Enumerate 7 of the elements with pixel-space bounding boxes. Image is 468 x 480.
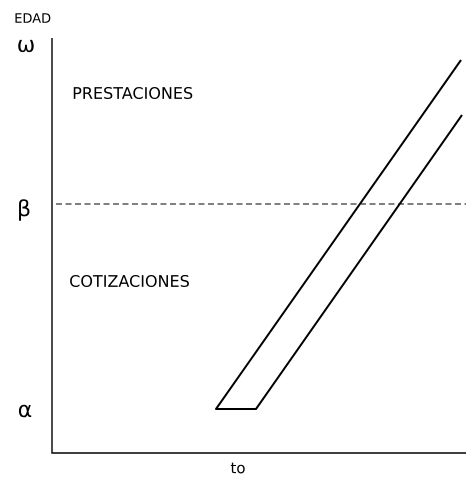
region-label: COTIZACIONES <box>70 274 189 288</box>
axis-tick-label: α <box>18 404 32 418</box>
axis-tick-label: to <box>230 462 245 474</box>
axis-title: EDAD <box>15 13 50 23</box>
region-label: PRESTACIONES <box>74 86 192 100</box>
axis-tick-label: ω <box>18 40 34 52</box>
axis-tick-label: β <box>19 199 30 221</box>
